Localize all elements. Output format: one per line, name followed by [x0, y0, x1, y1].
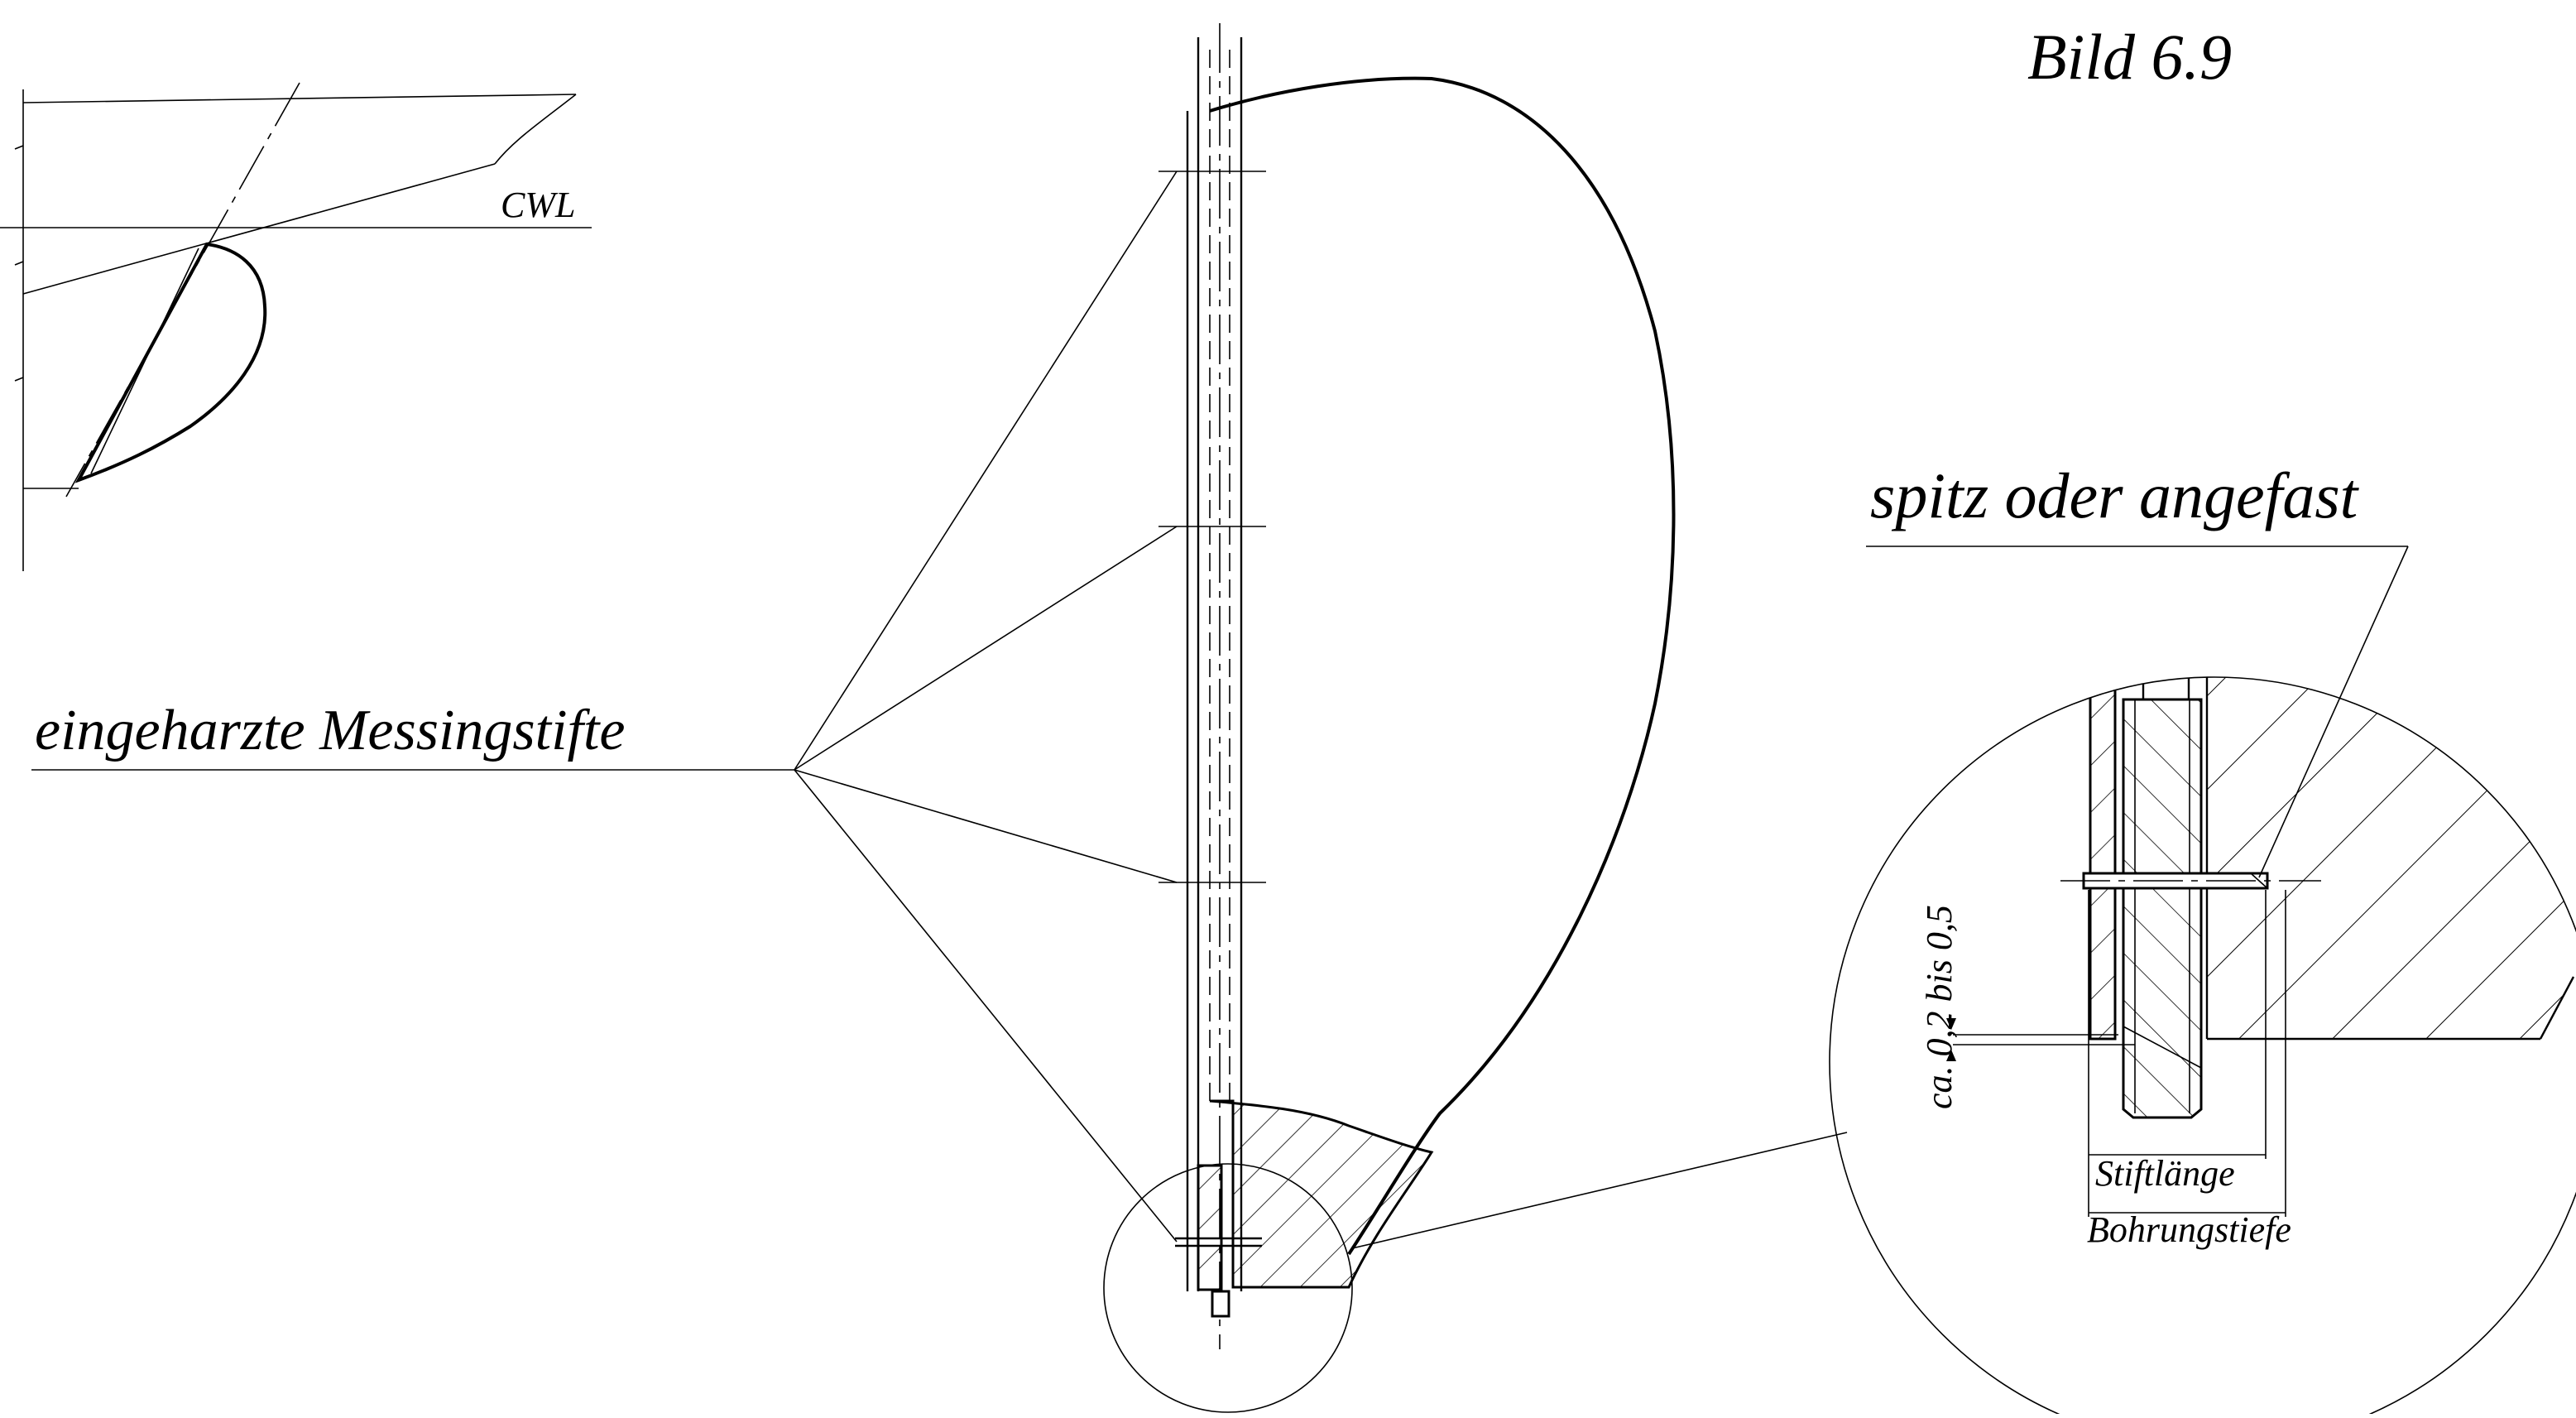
gap-label: ca. 0,2 bis 0,5 [1919, 905, 1960, 1109]
rudder-section-hatch [1209, 1099, 1434, 1289]
tip-label: spitz oder angefast [1870, 459, 2360, 531]
bore-depth-label: Bohrungstiefe [2087, 1209, 2291, 1250]
waterline-label: CWL [501, 185, 575, 225]
rudder-main-view [1103, 23, 1848, 1413]
rudder-outline-small [74, 242, 267, 483]
pins-label: eingeharzte Messingstifte [35, 699, 626, 762]
rudder-blade-outline [1209, 76, 1676, 1256]
tip-callout: spitz oder angefast [1866, 459, 2409, 878]
pins-callout: eingeharzte Messingstifte [31, 171, 1178, 1243]
figure-title: Bild 6.9 [2027, 21, 2232, 93]
detail-view: ca. 0,2 bis 0,5 Stiftlänge Bohrungstiefe [1829, 676, 2576, 1418]
pin-length-label: Stiftlänge [2095, 1153, 2235, 1194]
detail-marker-circle [1103, 1163, 1353, 1413]
hull-profile-view: CWL [0, 82, 592, 571]
